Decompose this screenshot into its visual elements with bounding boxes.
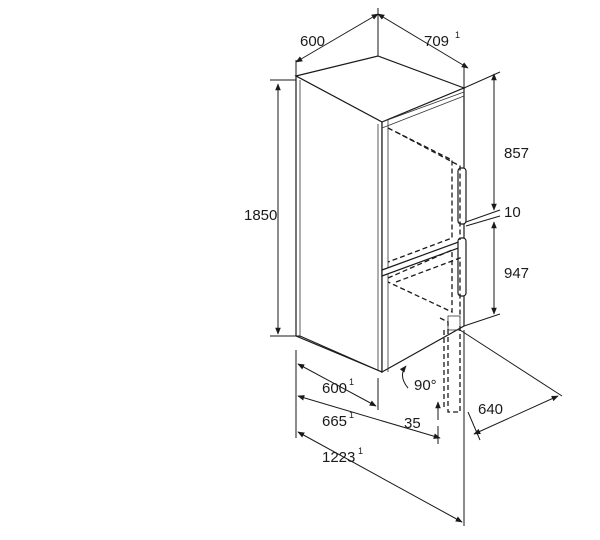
label-angle: 90° — [414, 377, 437, 394]
label-depth-600-note: 1 — [349, 377, 354, 387]
lower-handle — [457, 237, 467, 297]
label-depth-top: 709 — [424, 33, 449, 50]
label-width-top: 600 — [300, 33, 325, 50]
label-depth-665-note: 1 — [349, 410, 354, 420]
angle-arc — [399, 365, 409, 389]
label-gap: 10 — [504, 204, 521, 221]
label-depth-1223-note: 1 — [358, 446, 363, 456]
label-lower-door: 947 — [504, 265, 529, 282]
open-door-outline — [387, 127, 461, 413]
label-door-open-width: 640 — [478, 401, 503, 418]
label-upper-door: 857 — [504, 145, 529, 162]
fridge-side-face — [295, 74, 383, 373]
label-depth-1223: 1223 — [322, 449, 355, 466]
label-depth-top-note: 1 — [455, 30, 460, 40]
dim-door-open — [459, 329, 563, 441]
label-depth-665: 665 — [322, 413, 347, 430]
label-height-total: 1850 — [244, 207, 277, 224]
label-clearance: 35 — [404, 415, 421, 432]
dim-height — [270, 79, 300, 337]
upper-handle — [457, 167, 467, 225]
fridge-front-face — [381, 87, 465, 374]
dim-top — [295, 8, 469, 88]
dim-doors — [463, 71, 501, 327]
label-depth-600: 600 — [322, 380, 347, 397]
dim-depths — [295, 330, 465, 526]
fridge-body — [294, 55, 466, 374]
